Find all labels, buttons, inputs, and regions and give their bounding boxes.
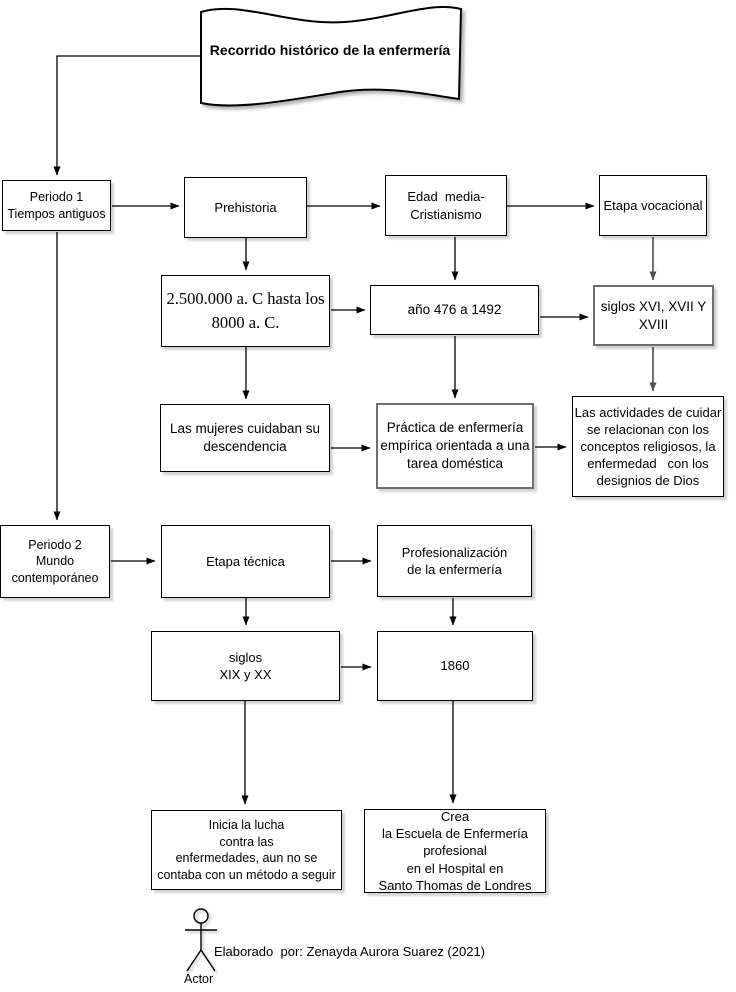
node-rango-tecnica: siglos XIX y XX [151, 631, 340, 701]
banner-shape [200, 5, 463, 107]
node-desc-tecnica: Inicia la lucha contra las enfermedades,… [151, 810, 342, 890]
node-rango-profesional: 1860 [377, 631, 533, 701]
node-periodo-1: Periodo 1 Tiempos antiguos [2, 180, 111, 231]
actor-icon [185, 908, 217, 972]
node-rango-vocacional: siglos XVI, XVII Y XVIII [593, 285, 714, 346]
node-desc-edad-media: Práctica de enfermería empírica orientad… [376, 403, 534, 489]
node-rango-edad-media: año 476 a 1492 [370, 285, 539, 335]
node-periodo-2: Periodo 2 Mundo contemporáneo [0, 525, 110, 598]
node-desc-prehistoria: Las mujeres cuidaban su descendencia [160, 404, 330, 472]
node-etapa-vocacional: Etapa vocacional [599, 175, 707, 236]
node-desc-profesional: Crea la Escuela de Enfermería profesiona… [364, 809, 546, 893]
actor-label: Actor [184, 972, 214, 986]
banner-title: Recorrido histórico de la enfermería [209, 42, 451, 58]
credit-text: Elaborado por: Zenayda Aurora Suarez (20… [214, 944, 486, 959]
node-profesionalizacion: Profesionalización de la enfermería [377, 525, 532, 597]
node-prehistoria: Prehistoria [184, 177, 307, 238]
connector-banner-to-periodo1 [53, 55, 200, 176]
node-edad-media: Edad media- Cristianismo [385, 175, 507, 236]
node-etapa-tecnica: Etapa técnica [161, 525, 330, 598]
node-desc-vocacional: Las actividades de cuidar se relacionan … [572, 396, 724, 497]
node-rango-prehistoria: 2.500.000 a. C hasta los 8000 a. C. [161, 275, 330, 347]
